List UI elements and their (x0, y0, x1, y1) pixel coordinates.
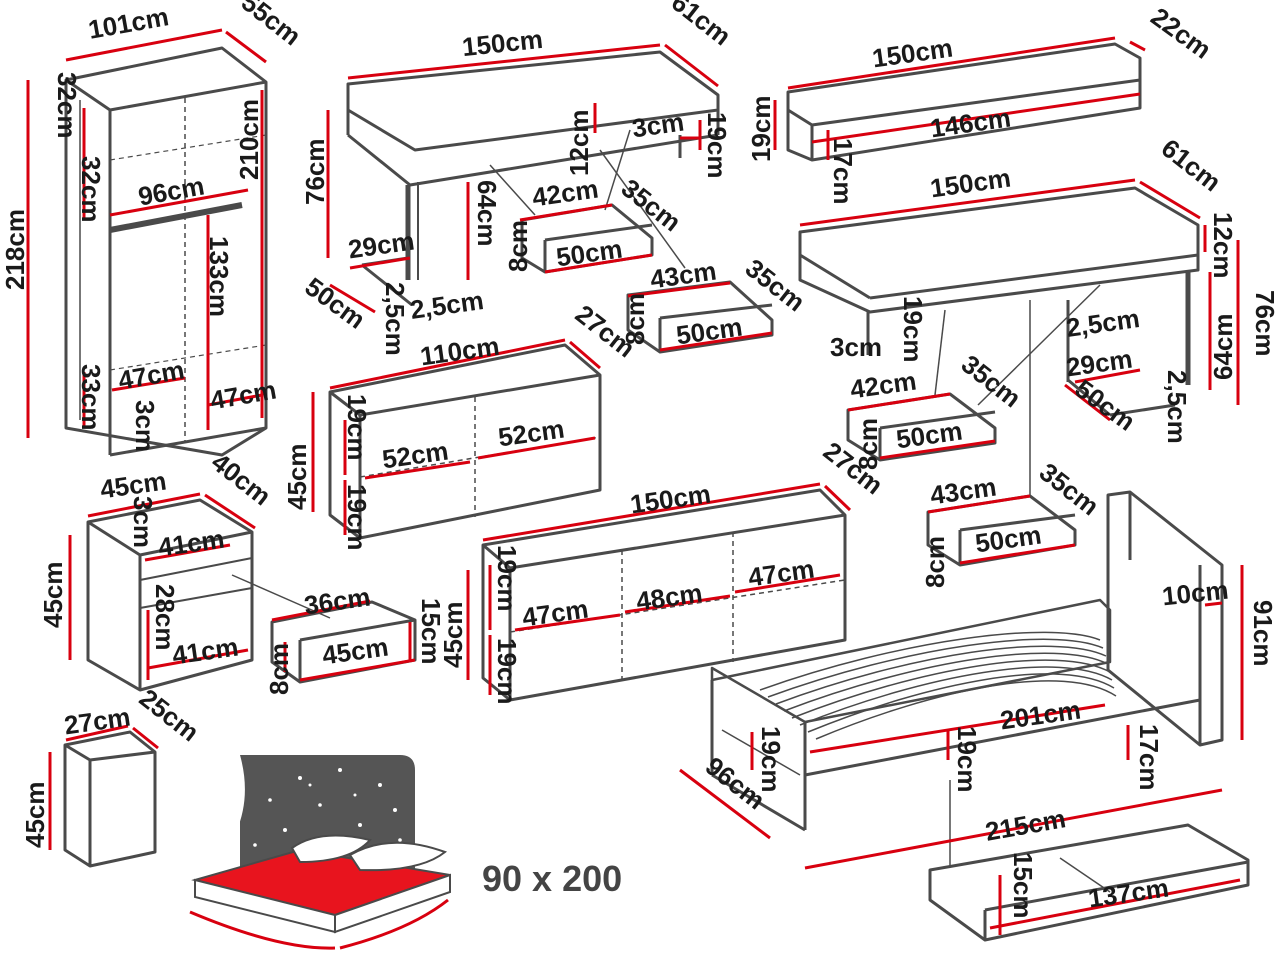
shelf-outline (786, 42, 1142, 162)
bed-outline (710, 490, 1224, 832)
desk-a-foot-t1-label: 2,5cm (380, 282, 410, 356)
wardrobe-hanging-label: 133cm (204, 236, 234, 317)
bed-drawer-h-label: 17cm (1134, 724, 1164, 791)
desk-b-leg-inner-label: 64cm (1208, 313, 1238, 381)
desk-a-leg-inner-label: 64cm (472, 180, 502, 247)
desk-b-outline (798, 186, 1200, 417)
wall-cabinet-sec-h1-label: 19cm (342, 394, 372, 461)
bed-drawer-depth-label: 15cm (1008, 852, 1038, 919)
nightstand-height-label: 45cm (38, 561, 68, 629)
desk-b-foot-t2-label: 2,5cm (1162, 370, 1192, 444)
shelf-height-label: 19cm (746, 95, 776, 163)
wardrobe-shelf-second-label: 32cm (76, 156, 106, 223)
low-cabinet-outline (481, 488, 847, 702)
desk-b-front-gap-label: 3cm (830, 332, 883, 362)
drawer-a2-outline (626, 280, 774, 354)
nightstand-top-gap-label: 3cm (128, 496, 158, 549)
bed-slats (759, 631, 1117, 740)
desk-a-front-gap-label: 3cm (630, 106, 686, 144)
desk-a-front-h-label: 19cm (702, 112, 732, 179)
wall-cabinet-height-label: 45cm (282, 443, 312, 511)
bed-head-h-label: 91cm (1248, 600, 1278, 667)
wardrobe-inner-height-label: 210cm (234, 99, 264, 180)
desk-b-front-h-label: 19cm (898, 296, 928, 363)
mattress-size-label: 90 x 200 (482, 858, 623, 899)
desk-b-height-label: 76cm (1250, 290, 1280, 357)
bed-head-t-label: 10cm (1160, 574, 1230, 612)
bed-front-h-label: 19cm (952, 726, 982, 793)
low-cabinet-sec-h2-label: 19cm (492, 638, 522, 705)
low-cabinet-height-label: 45cm (438, 601, 468, 669)
low-cabinet-sec-h1-label: 19cm (492, 545, 522, 612)
shelf-front-label: 17cm (828, 138, 858, 205)
wardrobe-height-label: 218cm (0, 209, 30, 290)
bed-icon (189, 755, 451, 950)
desk-a-outline (346, 50, 720, 307)
drawer-a1-h-label: 8cm (503, 219, 533, 272)
wardrobe-bottom-gap-label: 3cm (130, 400, 160, 453)
wall-cabinet-sec-h2-label: 19cm (342, 484, 372, 551)
nightstand-outline (86, 498, 254, 692)
desk-a-drawer-face-label: 12cm (564, 109, 594, 177)
desk-a-height-label: 76cm (300, 138, 330, 206)
wardrobe-shelf-top-label: 32cm (52, 72, 82, 139)
desk-a-width-label: 150cm (460, 23, 545, 63)
small-box-outline (63, 730, 157, 868)
small-box-height-label: 45cm (20, 781, 50, 849)
bed-side-h-label: 19cm (756, 726, 786, 793)
dimension-lines (26, 28, 1244, 935)
desk-b-top-label: 12cm (1208, 212, 1238, 279)
drawer-b2-h-label: 8cm (920, 535, 950, 588)
wardrobe-bottom-height-label: 33cm (76, 364, 106, 431)
wardrobe-outline (64, 46, 268, 457)
nightstand-drawer-h-label: 8cm (264, 642, 294, 695)
bed-drawer-outline (928, 823, 1250, 942)
